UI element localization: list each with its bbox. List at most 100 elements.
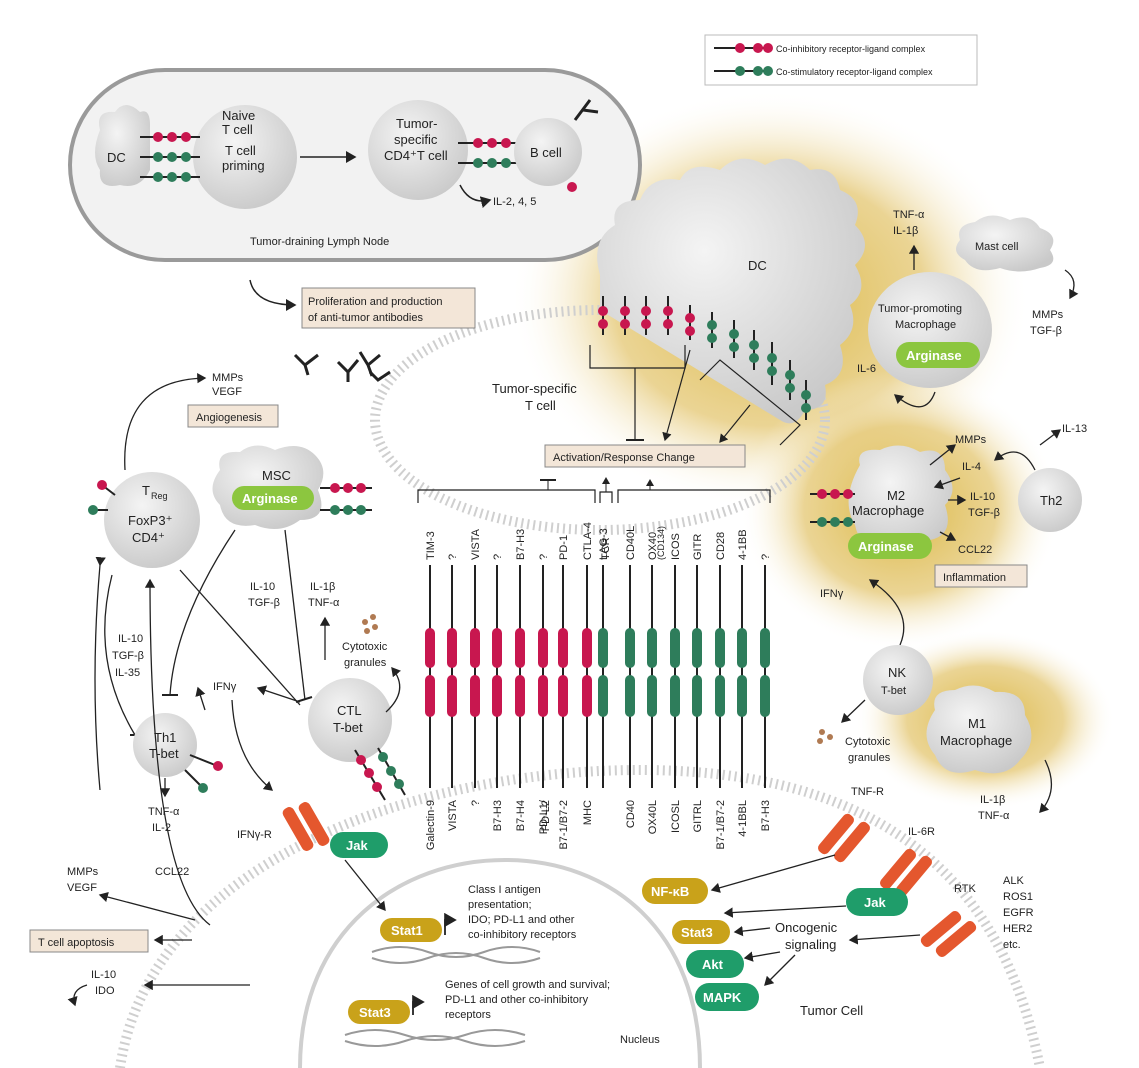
- class1-label-1: Class I antigen: [468, 884, 541, 896]
- receptor-glyph: [492, 628, 502, 668]
- granules-right-icon: [817, 729, 833, 744]
- receptor-label: ICOS: [670, 533, 682, 560]
- m2-label-2: Macrophage: [852, 503, 924, 518]
- tnfa-mid-label: TNF-α: [308, 597, 340, 609]
- naive-label-1: Naive: [222, 108, 255, 123]
- mast-mmps-label: MMPs: [1032, 309, 1064, 321]
- receptor-glyph: [538, 628, 548, 668]
- il1b-label: IL-1β: [310, 581, 335, 593]
- il10-ido-label-1: IL-10: [91, 969, 116, 981]
- tcell-label-2: T cell: [525, 398, 556, 413]
- vegf-bottom-label: VEGF: [67, 882, 97, 894]
- ctl-tbet-label: T-bet: [333, 720, 363, 735]
- receptor-glyph: [760, 628, 770, 668]
- mast-label: Mast cell: [975, 241, 1018, 253]
- angiogenesis-label: Angiogenesis: [196, 412, 263, 424]
- ligand-glyph: [515, 675, 525, 717]
- msc-label: MSC: [262, 468, 291, 483]
- receptor-label: ?: [760, 554, 772, 560]
- m2-label-1: M2: [887, 488, 905, 503]
- ccl22-right-label: CCL22: [958, 544, 992, 556]
- ligand-glyph: [492, 675, 502, 717]
- receptor-glyph: [692, 628, 702, 668]
- il-2-4-5-label: IL-2, 4, 5: [493, 196, 536, 208]
- treg-foxp3-label: FoxP3⁺: [128, 513, 172, 528]
- ligand-glyph: [647, 675, 657, 717]
- tnfr-receptor-icon: [818, 813, 870, 863]
- m2-il10-label: IL-10: [970, 491, 995, 503]
- ligand-label: ICOSL: [670, 800, 682, 833]
- cyto-right-label-1: Cytotoxic: [845, 736, 891, 748]
- treg-label: T: [142, 483, 150, 498]
- ligand-glyph: [582, 675, 592, 717]
- dna-icon-1: [371, 946, 541, 958]
- ligand-glyph: [425, 675, 435, 717]
- proliferation-box: [301, 287, 476, 329]
- rtk-etc-label: etc.: [1003, 939, 1021, 951]
- msc-arginase-badge: [232, 486, 314, 510]
- class1-label-4: co-inhibitory receptors: [468, 929, 577, 941]
- cd4-bcell-pairs: [458, 138, 525, 168]
- ligand-glyph: [538, 675, 548, 717]
- receptor-glyph: [425, 628, 435, 668]
- legend-inhibitory-icon: [735, 43, 745, 53]
- jak-right-label: Jak: [864, 895, 886, 910]
- legend-stimulatory-label: Co-stimulatory receptor-ligand complex: [776, 67, 933, 77]
- m1-label-1: M1: [968, 716, 986, 731]
- ladder-extra-label: TCR: [600, 537, 612, 560]
- receptor-label: CD28: [715, 532, 727, 560]
- jak-right-badge: [846, 888, 908, 916]
- nk-cell: [863, 645, 933, 715]
- m1-il1b-label: IL-1β: [980, 794, 1005, 806]
- receptor-ligand-ladder: TIM-3Galectin-9?VISTAVISTA??B7-H3B7-H3B7…: [425, 522, 772, 850]
- rtk-alk-label: ALK: [1003, 875, 1024, 887]
- rtk-her2-label: HER2: [1003, 923, 1032, 935]
- genes-label-3: receptors: [445, 1009, 491, 1021]
- receptor-glyph: [647, 628, 657, 668]
- tpm-label-1: Tumor-promoting: [878, 303, 962, 315]
- big-dc-label: DC: [748, 258, 767, 273]
- priming-label-1: T cell: [225, 143, 256, 158]
- treg-cell: [104, 472, 200, 568]
- ligand-glyph: [692, 675, 702, 717]
- dc-tcell-receptor-row: [598, 296, 811, 420]
- jak-left-badge: [330, 832, 388, 858]
- activation-box: [544, 444, 746, 468]
- il6-label: IL-6: [857, 363, 876, 375]
- tcell-membrane: [370, 305, 830, 535]
- m2-il4-label: IL-4: [962, 461, 981, 473]
- class1-label-3: IDO; PD-L1 and other: [468, 914, 575, 926]
- mast-cell: [956, 215, 1054, 272]
- receptor-glyph: [558, 628, 568, 668]
- ligand-label: ?: [470, 800, 482, 806]
- tpm-label-2: Macrophage: [895, 319, 956, 331]
- cd4-label-3: CD4⁺T cell: [384, 148, 448, 163]
- apoptosis-label: T cell apoptosis: [38, 937, 115, 949]
- ligand-glyph: [715, 675, 725, 717]
- th2-cell: [1018, 468, 1082, 532]
- ccl22-left-label: CCL22: [155, 866, 189, 878]
- receptor-glyph: [582, 628, 592, 668]
- il13-label: IL-13: [1062, 423, 1087, 435]
- receptor-label: GITR: [692, 534, 704, 560]
- legend-inhibitory-label: Co-inhibitory receptor-ligand complex: [776, 44, 926, 54]
- bcell: [514, 118, 582, 186]
- lymph-node-title: Tumor-draining Lymph Node: [250, 236, 389, 248]
- ifng-left-label: IFNγ: [213, 681, 237, 693]
- receptor-glyph: [715, 628, 725, 668]
- receptor-glyph: [670, 628, 680, 668]
- receptor-label: LAG-3: [598, 528, 610, 560]
- receptor-label: ?: [492, 554, 504, 560]
- genes-label-2: PD-L1 and other co-inhibitory: [445, 994, 589, 1006]
- dna-icon-2: [344, 1029, 526, 1041]
- cd4-label-2: specific: [394, 132, 438, 147]
- ligand-glyph: [737, 675, 747, 717]
- cd4-label-1: Tumor-: [396, 116, 437, 131]
- akt-badge: [686, 950, 744, 978]
- proliferation-label-1: Proliferation and production: [308, 296, 443, 308]
- bcell-label: B cell: [530, 145, 562, 160]
- tgfb-mid-label: TGF-β: [248, 597, 280, 609]
- ligand-label: B7-H3: [760, 800, 772, 831]
